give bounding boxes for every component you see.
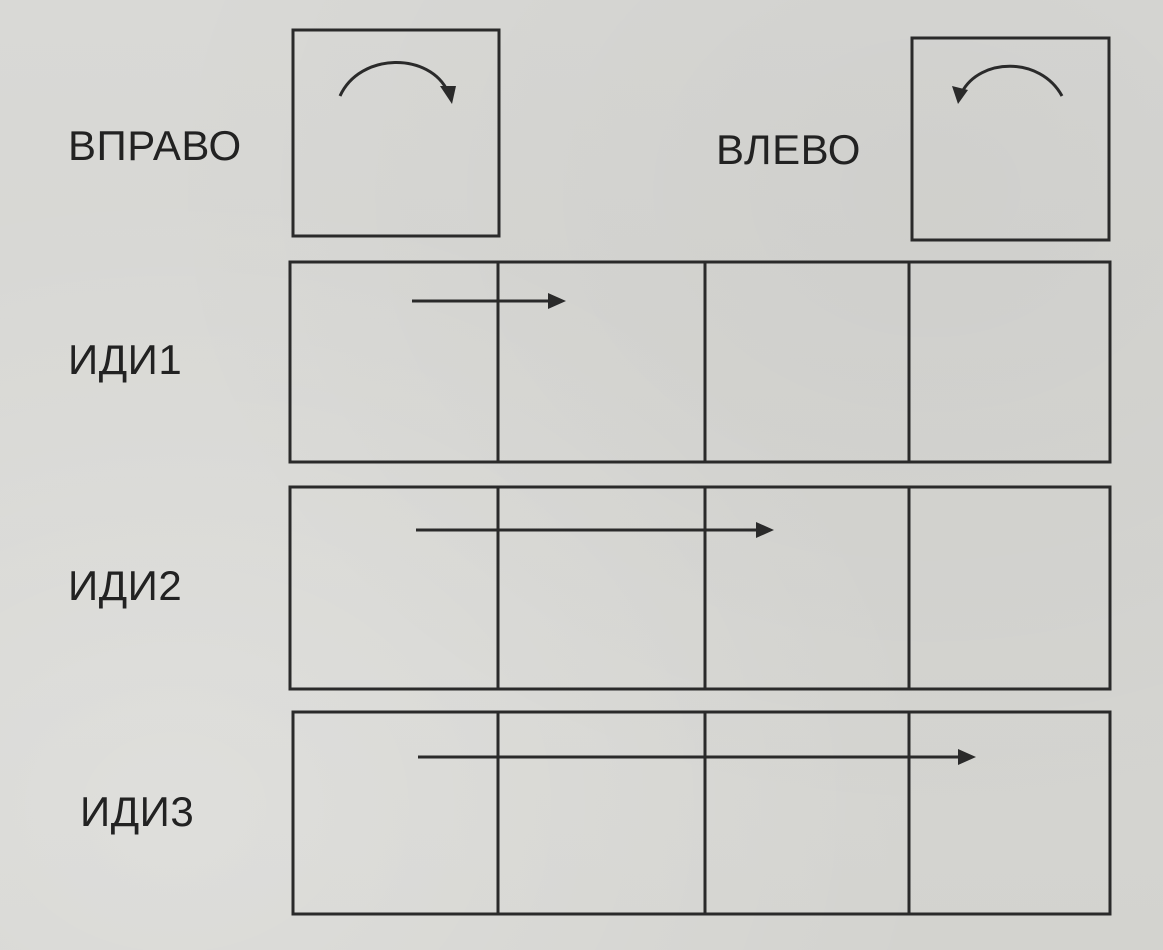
- turtle-icon: [349, 774, 452, 851]
- go3-row: [293, 712, 1110, 914]
- turtle-icon: [400, 116, 486, 180]
- turn-right-card: [293, 30, 499, 236]
- turtle-icon: [347, 324, 450, 401]
- arrowhead-icon: [440, 86, 456, 104]
- turtle-icon: [1026, 110, 1095, 202]
- arrowhead-icon: [756, 522, 774, 538]
- turn-left-card: [912, 38, 1109, 240]
- curved-arrow-icon: [962, 66, 1062, 96]
- turtle-icon: [921, 120, 1007, 184]
- arrowhead-icon: [548, 293, 566, 309]
- turtle-icon: [757, 546, 860, 623]
- turtle-icon: [955, 772, 1058, 849]
- curved-arrow-icon: [340, 62, 448, 96]
- go1-row: [290, 262, 1110, 462]
- turtle-icon: [349, 548, 452, 625]
- turtle-icon: [551, 320, 654, 397]
- turtle-icon: [312, 104, 381, 196]
- arrowhead-icon: [958, 749, 976, 765]
- go2-row: [290, 487, 1110, 689]
